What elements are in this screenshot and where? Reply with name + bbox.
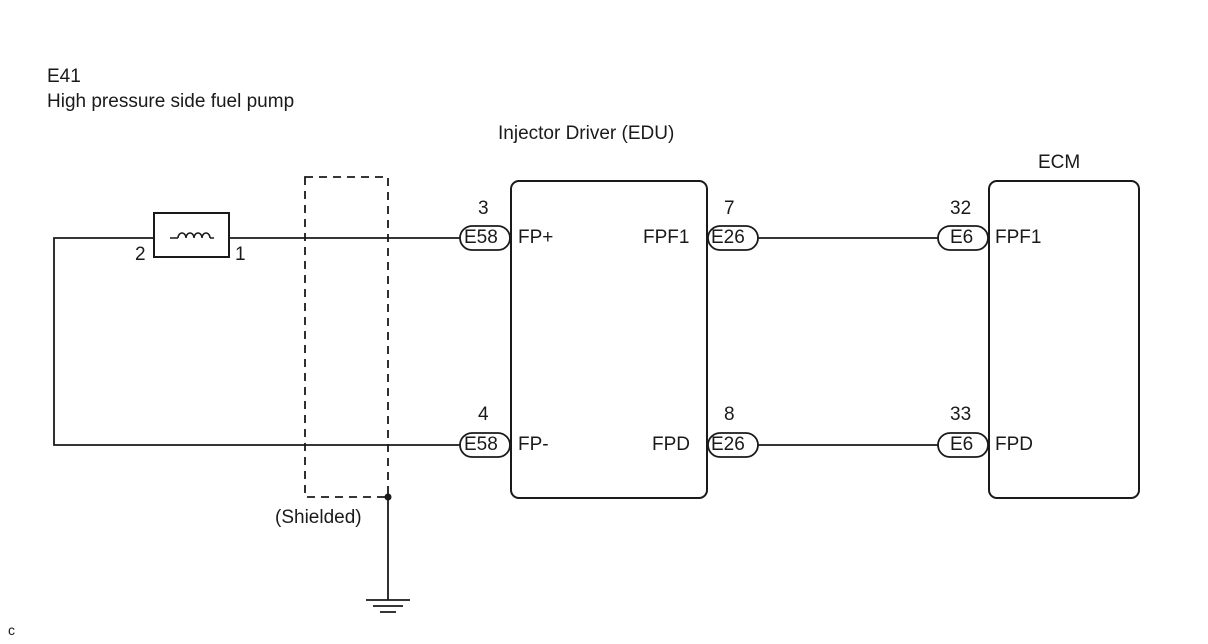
edu-connector-e58-bottom: E58 (464, 434, 498, 455)
edu-pin-fp-plus-label: FP+ (518, 227, 554, 248)
edu-pin-3-number: 3 (478, 198, 489, 219)
connector-e6-top (937, 225, 989, 251)
ecm-pin-32-number: 32 (950, 198, 972, 219)
edu-pin-7-number: 7 (724, 198, 735, 219)
ground-symbol (366, 599, 410, 613)
edu-pin-fp-minus-label: FP- (518, 434, 549, 455)
edu-pin-4-number: 4 (478, 404, 489, 425)
connector-e26-top (707, 225, 759, 251)
connector-e26-bottom (707, 432, 759, 458)
ecm-box (988, 180, 1140, 499)
component-code: E41 (47, 66, 81, 87)
wire-fp-minus (53, 237, 460, 446)
pump-pin-1: 1 (235, 244, 246, 265)
edu-connector-e58-top: E58 (464, 227, 498, 248)
pump-pin-2: 2 (135, 244, 146, 265)
edu-pin-fpd-label: FPD (652, 434, 690, 455)
component-name: High pressure side fuel pump (47, 91, 295, 112)
shield-junction-dot (384, 493, 392, 501)
edu-connector-e26-bottom: E26 (711, 434, 745, 455)
shield-box (304, 176, 389, 498)
ecm-connector-e6-top: E6 (950, 227, 974, 248)
fuel-pump-box (153, 212, 230, 258)
ecm-title: ECM (1038, 152, 1081, 173)
edu-title: Injector Driver (EDU) (498, 123, 675, 144)
ecm-pin-33-number: 33 (950, 404, 972, 425)
ecm-pin-fpf1-label: FPF1 (995, 227, 1042, 248)
connector-e58-top (459, 225, 511, 251)
coil-icon (177, 232, 211, 239)
ecm-connector-e6-bottom: E6 (950, 434, 974, 455)
corner-mark: c (8, 622, 15, 638)
edu-connector-e26-top: E26 (711, 227, 745, 248)
edu-box (510, 180, 708, 499)
edu-pin-fpf1-label: FPF1 (643, 227, 690, 248)
ecm-pin-fpd-label: FPD (995, 434, 1033, 455)
shield-label: (Shielded) (275, 507, 362, 528)
edu-pin-8-number: 8 (724, 404, 735, 425)
connector-e6-bottom (937, 432, 989, 458)
connector-e58-bottom (459, 432, 511, 458)
